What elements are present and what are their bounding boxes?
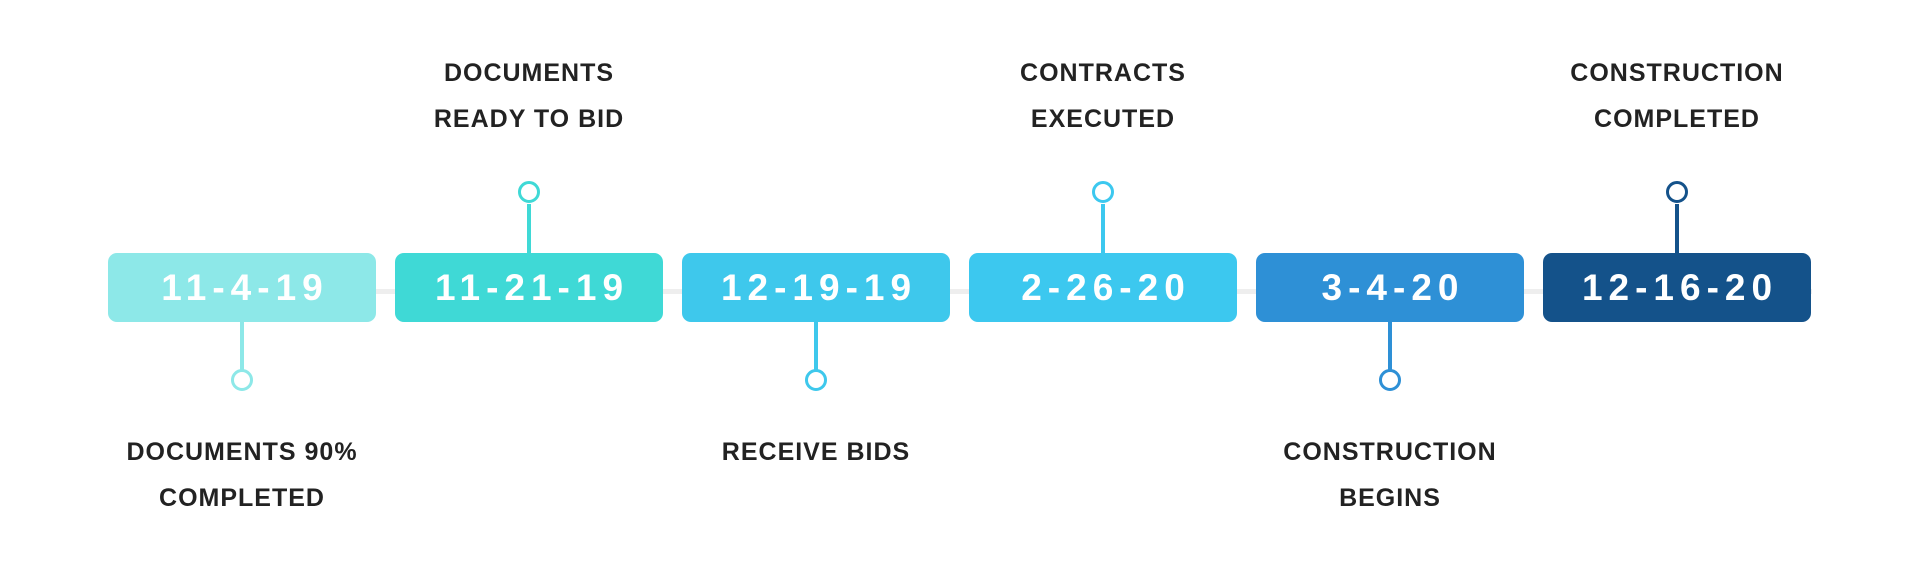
milestone-label: RECEIVE BIDS <box>642 429 990 475</box>
milestone-date-box: 12-16-20 <box>1543 253 1811 322</box>
connector-line <box>527 204 531 253</box>
timeline-axis <box>108 289 1812 294</box>
connector-line <box>240 322 244 371</box>
milestone-node-circle <box>231 369 253 391</box>
milestone-node-circle <box>805 369 827 391</box>
milestone-label-line: READY TO BID <box>433 105 625 133</box>
milestone-label: DOCUMENTS 90% COMPLETED <box>68 429 416 521</box>
milestone-label-line: EXECUTED <box>1030 105 1176 133</box>
connector-line <box>814 322 818 371</box>
milestone-date-box: 11-4-19 <box>108 253 376 322</box>
milestone-label-line: CONSTRUCTION <box>1283 438 1497 466</box>
milestone-date-box: 11-21-19 <box>395 253 663 322</box>
milestone-label: CONTRACTS EXECUTED <box>929 50 1277 142</box>
milestone-date-box: 3-4-20 <box>1256 253 1524 322</box>
milestone-label-line: COMPLETED <box>1594 105 1760 133</box>
milestone-node-circle <box>1092 181 1114 203</box>
connector-line <box>1101 204 1105 253</box>
milestone: 12-16-20 CONSTRUCTION COMPLETED <box>1543 0 1811 584</box>
milestone-label: CONSTRUCTION BEGINS <box>1216 429 1564 521</box>
milestone-label-line: CONTRACTS <box>1020 59 1186 87</box>
milestone-date-box: 12-19-19 <box>682 253 950 322</box>
milestone-label: DOCUMENTS READY TO BID <box>355 50 703 142</box>
milestone: 2-26-20 CONTRACTS EXECUTED <box>969 0 1237 584</box>
milestone-label-line: DOCUMENTS <box>443 59 615 87</box>
connector-line <box>1388 322 1392 371</box>
milestone-label: CONSTRUCTION COMPLETED <box>1503 50 1851 142</box>
milestone-node-circle <box>518 181 540 203</box>
milestone-label-line: CONSTRUCTION <box>1570 59 1784 87</box>
milestone-label-line: DOCUMENTS 90% <box>126 438 358 466</box>
milestone-node-circle <box>1379 369 1401 391</box>
milestone: 11-21-19 DOCUMENTS READY TO BID <box>395 0 663 584</box>
milestone-label-line: BEGINS <box>1339 484 1441 512</box>
connector-line <box>1675 204 1679 253</box>
milestone-label-line: COMPLETED <box>159 484 325 512</box>
milestone-date-box: 2-26-20 <box>969 253 1237 322</box>
milestone-node-circle <box>1666 181 1688 203</box>
milestone-label-line: RECEIVE BIDS <box>721 438 911 466</box>
